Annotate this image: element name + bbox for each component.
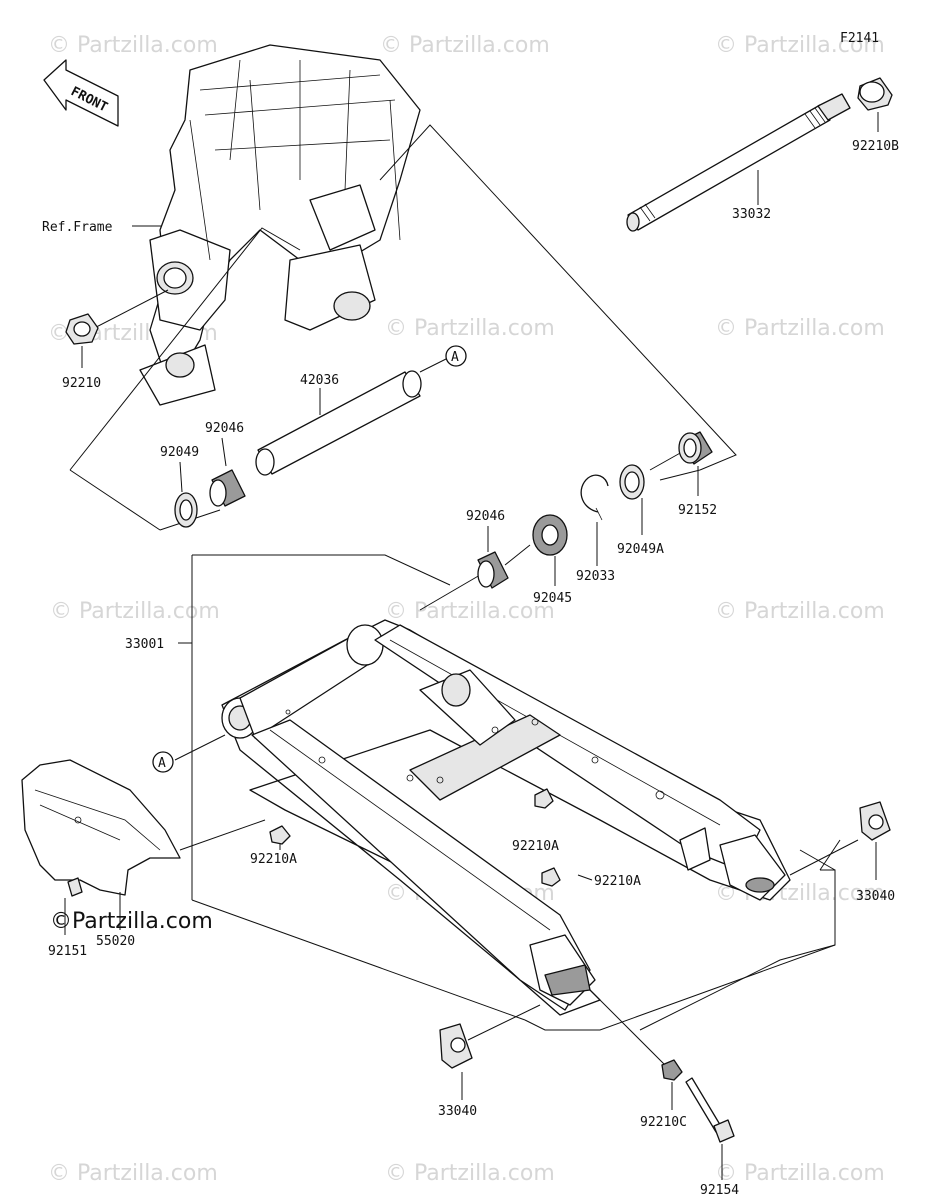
watermark: © Partzilla.com <box>385 599 555 624</box>
part-label: 33001 <box>125 637 164 652</box>
needle-bearing-92046-lower <box>477 551 509 589</box>
part-label: 92210A <box>594 874 641 889</box>
part-label: 92210 <box>62 376 101 391</box>
part-label: 92151 <box>48 944 87 959</box>
nut-92210a-right <box>541 867 561 887</box>
part-label: 92210B <box>852 139 899 154</box>
part-label: 92210C <box>640 1115 687 1130</box>
diagram-code: F2141 <box>840 31 879 46</box>
watermark: © Partzilla.com <box>715 1161 885 1186</box>
adjuster-plate-33040-bottom <box>439 1023 473 1069</box>
part-label: 33032 <box>732 207 771 222</box>
oil-seal-92049a <box>619 464 645 500</box>
watermark: © Partzilla.com <box>380 33 550 58</box>
watermark: © Partzilla.com <box>48 33 218 58</box>
watermark: © Partzilla.com <box>715 316 885 341</box>
callout-a-bottom: A <box>152 751 174 773</box>
callout-a-label: A <box>451 350 459 365</box>
front-arrow-icon: FRONT <box>43 59 119 127</box>
ball-bearing-92045 <box>532 514 568 556</box>
part-label: 42036 <box>300 373 339 388</box>
nut-92210a-center <box>534 788 554 809</box>
collar-nut-92210b <box>857 77 893 111</box>
nut-92210a-left <box>269 825 291 845</box>
part-label: 92210A <box>512 839 559 854</box>
part-label: 92152 <box>678 503 717 518</box>
frame-ref-label: Ref.Frame <box>42 220 113 235</box>
watermark: © Partzilla.com <box>715 599 885 624</box>
watermark: © Partzilla.com <box>385 1161 555 1186</box>
adjuster-plate-33040-right <box>859 801 891 841</box>
part-label: 92033 <box>576 569 615 584</box>
part-labels: 92210B 33032 92210 42036 92046 92049 921… <box>48 139 899 1198</box>
part-label: 92046 <box>205 421 244 436</box>
needle-bearing-92046-upper <box>209 469 246 507</box>
part-label: 92049 <box>160 445 199 460</box>
swingarm-33001 <box>221 619 791 1016</box>
pivot-shaft-33032 <box>626 93 851 232</box>
watermark: © Partzilla.com <box>50 599 220 624</box>
nut-92210c <box>661 1059 683 1081</box>
callout-a-label: A <box>158 756 166 771</box>
part-label: 92045 <box>533 591 572 606</box>
part-label: 92154 <box>700 1183 739 1198</box>
bolt-92154 <box>685 1077 735 1143</box>
chain-guard-55020 <box>21 759 181 896</box>
collar-92152 <box>678 431 713 465</box>
part-label: 92046 <box>466 509 505 524</box>
part-label: 33040 <box>856 889 895 904</box>
watermark: © Partzilla.com <box>715 33 885 58</box>
callout-a-top: A <box>445 345 467 367</box>
part-label: 33040 <box>438 1104 477 1119</box>
nut-92210 <box>65 313 99 345</box>
watermark: © Partzilla.com <box>385 316 555 341</box>
bolt-92151 <box>67 877 83 897</box>
watermark: © Partzilla.com <box>48 1161 218 1186</box>
part-label: 92210A <box>250 852 297 867</box>
part-label: 55020 <box>96 934 135 949</box>
collar-42036 <box>255 370 422 476</box>
part-label: 92049A <box>617 542 664 557</box>
oil-seal-92049 <box>174 492 198 528</box>
watermark-bold: ©Partzilla.com <box>50 909 213 934</box>
circlip-92033 <box>580 474 609 521</box>
frame-drawing <box>139 44 421 406</box>
